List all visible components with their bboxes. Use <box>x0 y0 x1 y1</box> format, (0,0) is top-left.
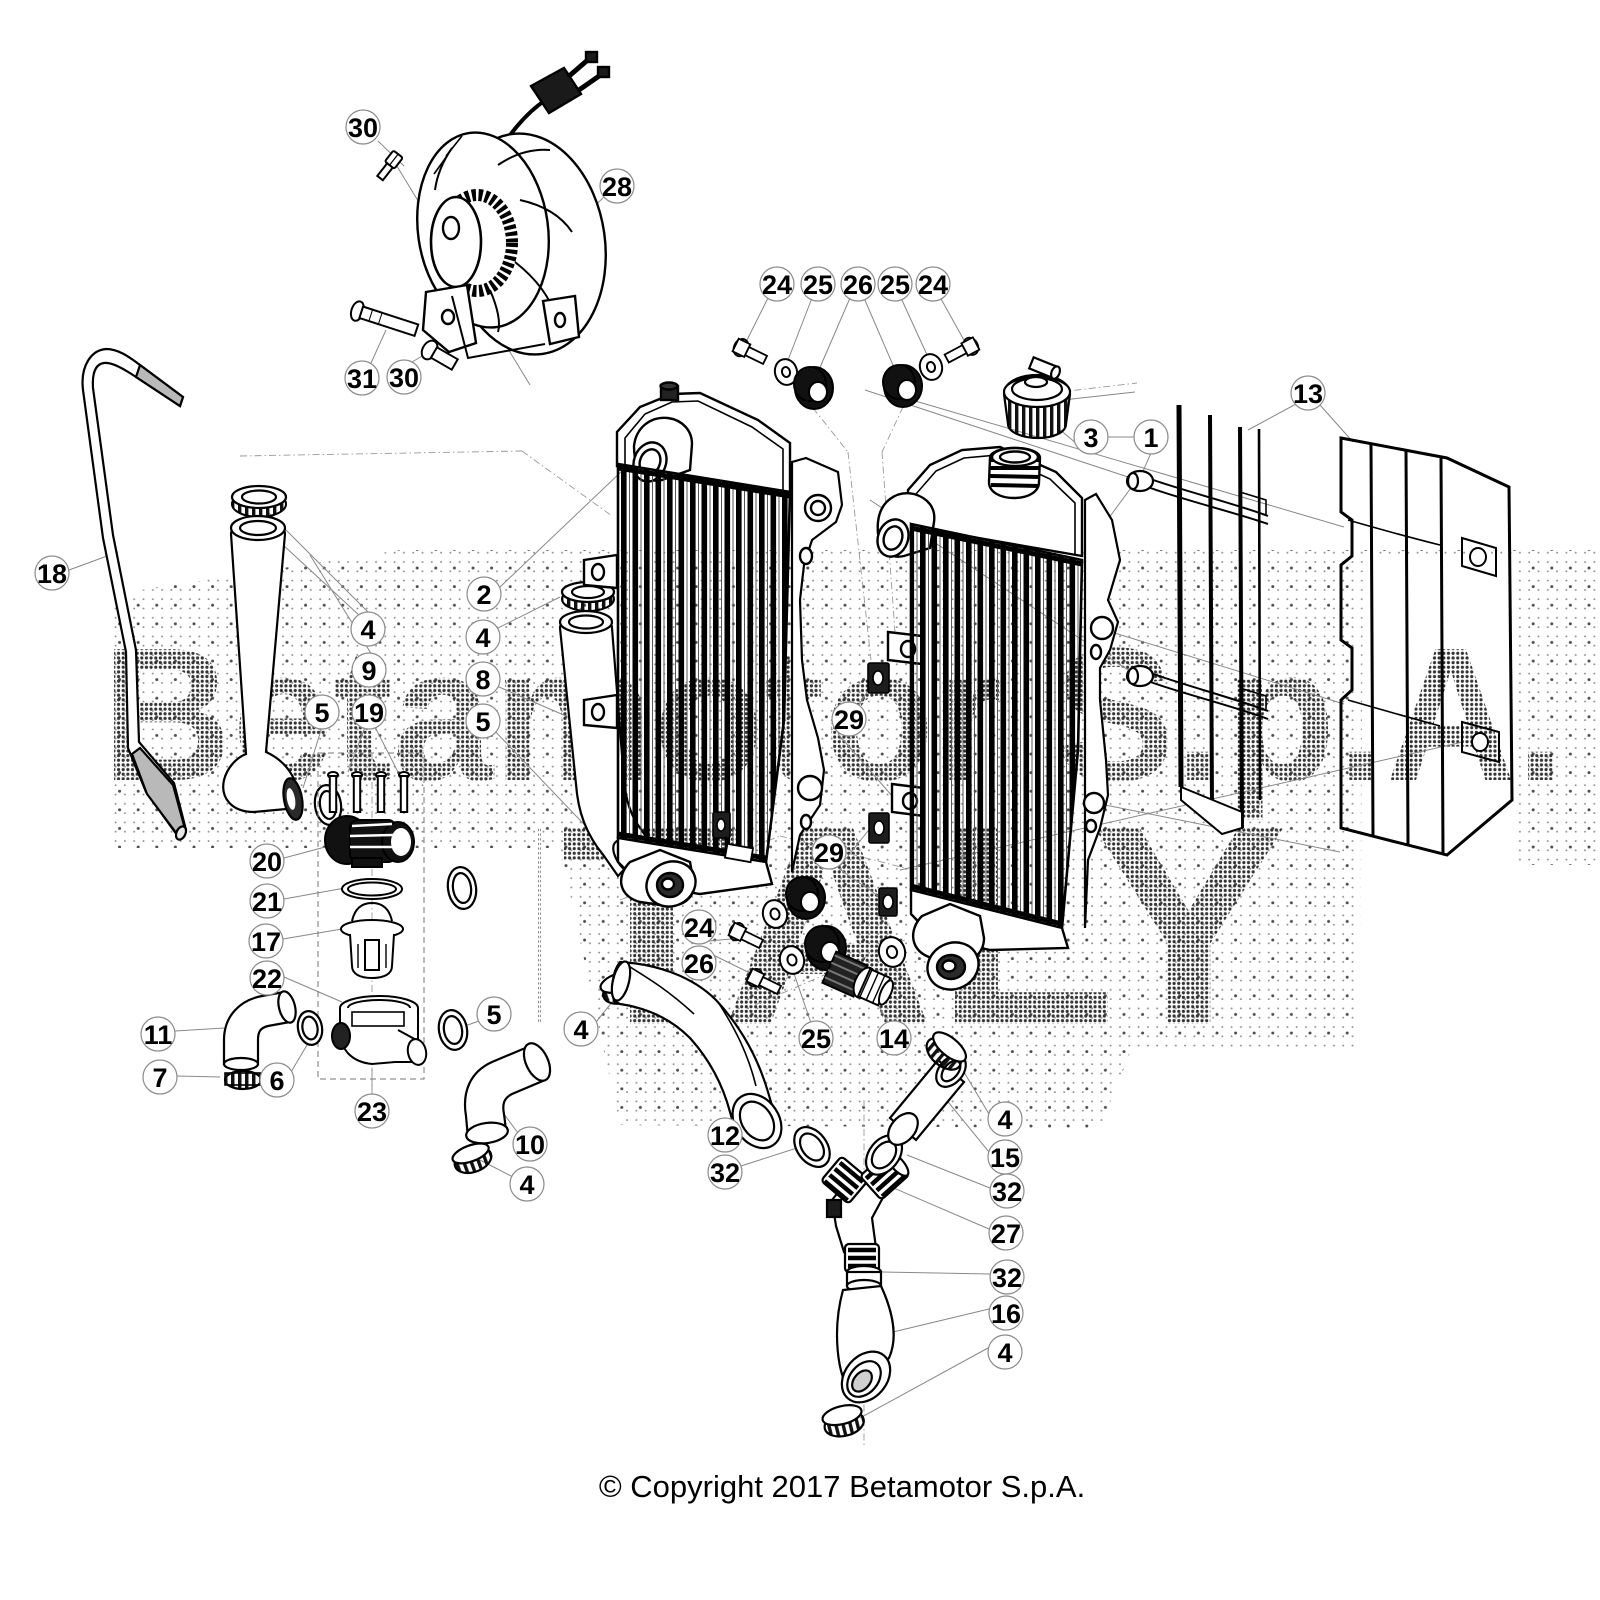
svg-text:29: 29 <box>834 705 864 735</box>
svg-text:23: 23 <box>357 1097 387 1127</box>
svg-text:26: 26 <box>684 949 714 979</box>
svg-text:4: 4 <box>519 1170 534 1200</box>
svg-text:30: 30 <box>348 113 378 143</box>
svg-text:12: 12 <box>710 1121 740 1151</box>
svg-text:5: 5 <box>314 698 329 728</box>
svg-text:32: 32 <box>992 1177 1022 1207</box>
svg-text:29: 29 <box>814 838 844 868</box>
svg-text:15: 15 <box>990 1143 1020 1173</box>
svg-text:32: 32 <box>992 1263 1022 1293</box>
svg-text:25: 25 <box>880 270 910 300</box>
svg-text:28: 28 <box>602 172 632 202</box>
svg-text:3: 3 <box>1083 423 1098 453</box>
svg-text:7: 7 <box>152 1063 167 1093</box>
svg-text:24: 24 <box>684 913 714 943</box>
svg-text:9: 9 <box>361 656 376 686</box>
svg-text:18: 18 <box>37 559 67 589</box>
svg-text:5: 5 <box>475 707 490 737</box>
svg-text:4: 4 <box>475 623 490 653</box>
svg-text:19: 19 <box>354 698 384 728</box>
svg-text:14: 14 <box>879 1024 909 1054</box>
svg-text:4: 4 <box>360 615 375 645</box>
svg-text:10: 10 <box>515 1130 545 1160</box>
svg-text:11: 11 <box>144 1020 173 1050</box>
svg-text:4: 4 <box>573 1015 588 1045</box>
svg-text:4: 4 <box>997 1105 1012 1135</box>
svg-text:1: 1 <box>1143 423 1158 453</box>
svg-text:25: 25 <box>801 1024 831 1054</box>
svg-text:27: 27 <box>991 1219 1021 1249</box>
svg-text:20: 20 <box>252 847 282 877</box>
svg-text:30: 30 <box>389 363 419 393</box>
svg-text:16: 16 <box>991 1299 1021 1329</box>
svg-text:13: 13 <box>1293 379 1323 409</box>
svg-text:32: 32 <box>710 1158 740 1188</box>
svg-text:31: 31 <box>347 364 377 394</box>
svg-text:4: 4 <box>997 1338 1012 1368</box>
svg-text:6: 6 <box>269 1066 284 1096</box>
svg-text:© Copyright 2017 Betamotor S.p: © Copyright 2017 Betamotor S.p.A. <box>599 1469 1085 1504</box>
svg-text:21: 21 <box>252 887 282 917</box>
svg-text:17: 17 <box>251 927 281 957</box>
svg-text:5: 5 <box>486 1000 501 1030</box>
svg-text:22: 22 <box>252 964 282 994</box>
svg-text:24: 24 <box>762 270 792 300</box>
svg-text:26: 26 <box>843 270 873 300</box>
svg-text:25: 25 <box>803 270 833 300</box>
svg-text:24: 24 <box>918 270 948 300</box>
svg-text:8: 8 <box>475 665 490 695</box>
svg-text:2: 2 <box>476 580 491 610</box>
